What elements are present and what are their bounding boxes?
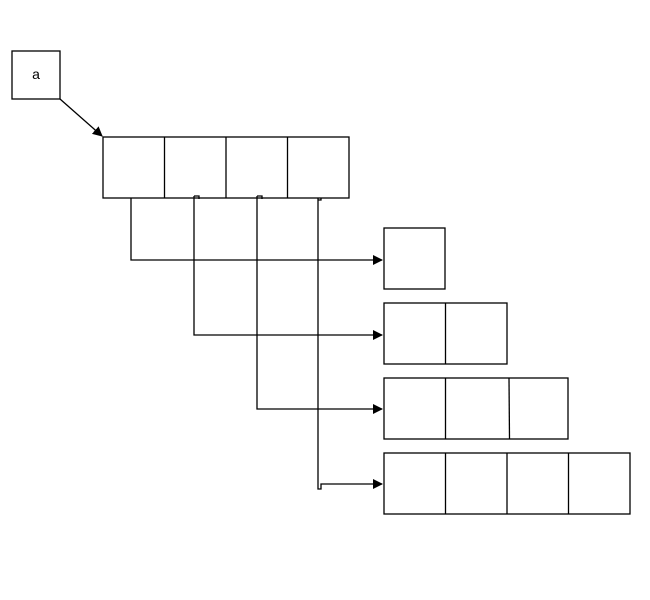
- sub-array-1-frame: [383, 227, 446, 290]
- pointer-cell-1-to-array-2: [193, 195, 382, 335]
- variable-box: [11, 50, 61, 100]
- variable-label: a: [32, 66, 40, 82]
- sub-array-3-frame: [383, 377, 569, 440]
- sub-array-3-cell-divider: [508, 377, 511, 440]
- pointer-cell-2-to-array-3: [256, 195, 382, 409]
- sub-array-4: [383, 452, 631, 515]
- sub-array-2: [383, 302, 508, 365]
- sub-array-1: [383, 227, 446, 290]
- variable-node: a: [11, 50, 61, 100]
- top-array: [102, 136, 350, 199]
- pointer-cell-3-to-array-4: [317, 198, 382, 489]
- variable-pointer-arrow: [59, 98, 103, 137]
- pointer-cell-0-to-array-1: [130, 198, 383, 265]
- sub-array-3: [383, 377, 569, 440]
